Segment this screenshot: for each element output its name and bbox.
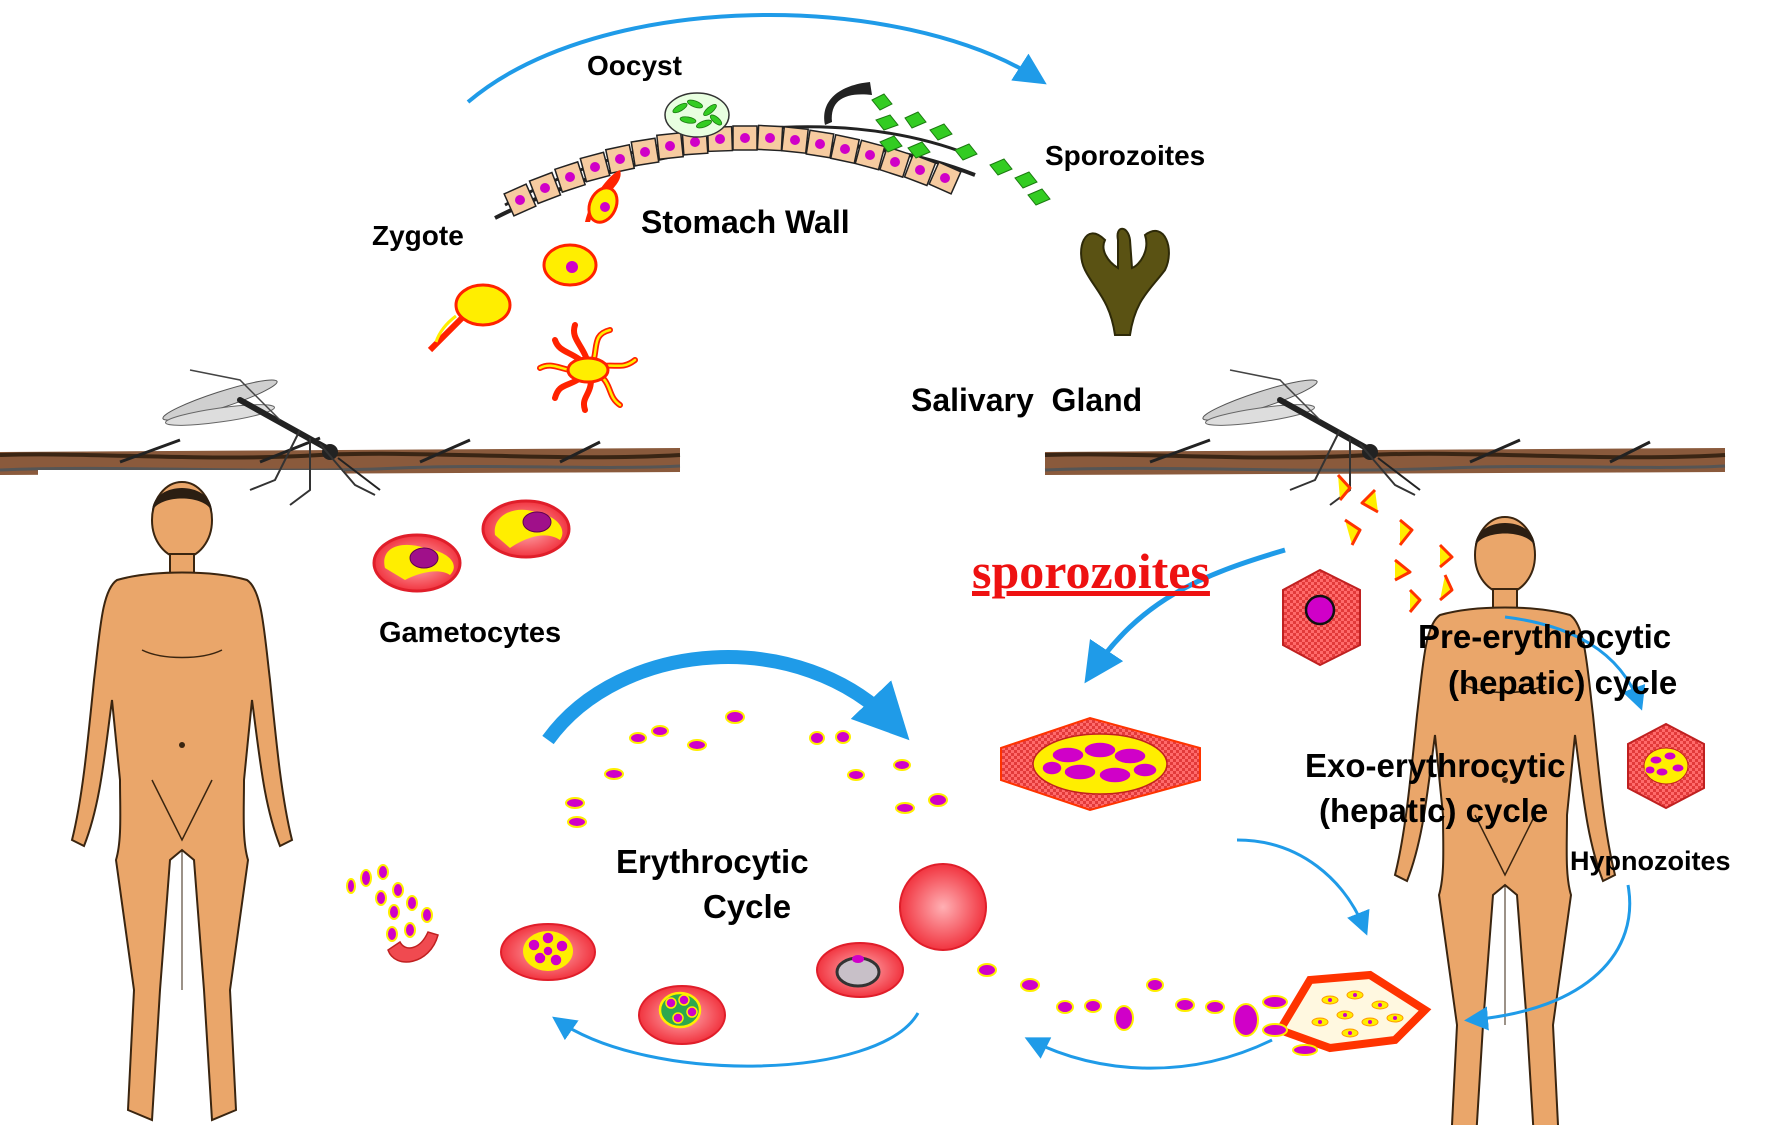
skin-strip-right — [1045, 440, 1725, 475]
erythrocytic-bottom-arrow — [557, 1013, 918, 1066]
exflagellating-microgametocyte-icon — [540, 325, 635, 410]
schizont-rbc-icon — [501, 924, 595, 980]
label-erythrocytic-line2: Cycle — [703, 888, 791, 925]
label-hypnozoites: Hypnozoites — [1570, 846, 1731, 876]
erythrocytic-top-arrow — [548, 657, 895, 740]
macrogamete-icon — [430, 285, 510, 350]
red-blood-cell-icon — [900, 864, 986, 950]
ring-stage-rbc-icon — [817, 943, 903, 997]
gametocyte-icon — [483, 501, 569, 557]
liver-cell-icon — [1628, 724, 1704, 808]
label-pre-erythrocytic-line2: (hepatic) cycle — [1448, 664, 1677, 701]
label-pre-erythrocytic-line1: Pre-erythrocytic — [1418, 618, 1671, 655]
liver-to-blood-arrow — [1237, 840, 1365, 930]
salivary-gland-icon — [1081, 229, 1169, 335]
label-sporozoites-human: sporozoites — [972, 543, 1210, 599]
top-arc-arrow — [468, 15, 1040, 102]
label-exo-erythrocytic-line1: Exo-erythrocytic — [1305, 747, 1565, 784]
ruptured-liver-schizont-icon — [1280, 975, 1425, 1048]
label-sporozoites-mosquito: Sporozoites — [1045, 140, 1205, 171]
label-erythrocytic-line1: Erythrocytic — [616, 843, 809, 880]
ruptured-rbc-icon — [347, 865, 438, 962]
released-sporozoites — [872, 94, 1050, 205]
label-stomach-wall: Stomach Wall — [641, 204, 850, 240]
label-zygote: Zygote — [372, 220, 464, 251]
skin-strip-left — [0, 438, 680, 475]
label-salivary-gland: Salivary Gland — [911, 382, 1142, 418]
trophozoite-rbc-icon — [639, 986, 725, 1044]
skin-gap — [38, 470, 344, 478]
label-exo-erythrocytic-line2: (hepatic) cycle — [1319, 792, 1548, 829]
gut-hook — [824, 82, 872, 125]
liver-schizont-icon — [1001, 718, 1200, 810]
label-gametocytes: Gametocytes — [379, 617, 561, 649]
label-oocyst: Oocyst — [587, 50, 682, 81]
human-figure-icon — [72, 482, 292, 1120]
merozoite-release-arrow — [1030, 1040, 1272, 1068]
oocyst-icon — [665, 93, 729, 137]
zygote-icon — [544, 245, 596, 285]
mosquito-icon — [1200, 370, 1420, 505]
liver-cell-icon — [1283, 570, 1360, 665]
gametocyte-icon — [374, 535, 460, 591]
